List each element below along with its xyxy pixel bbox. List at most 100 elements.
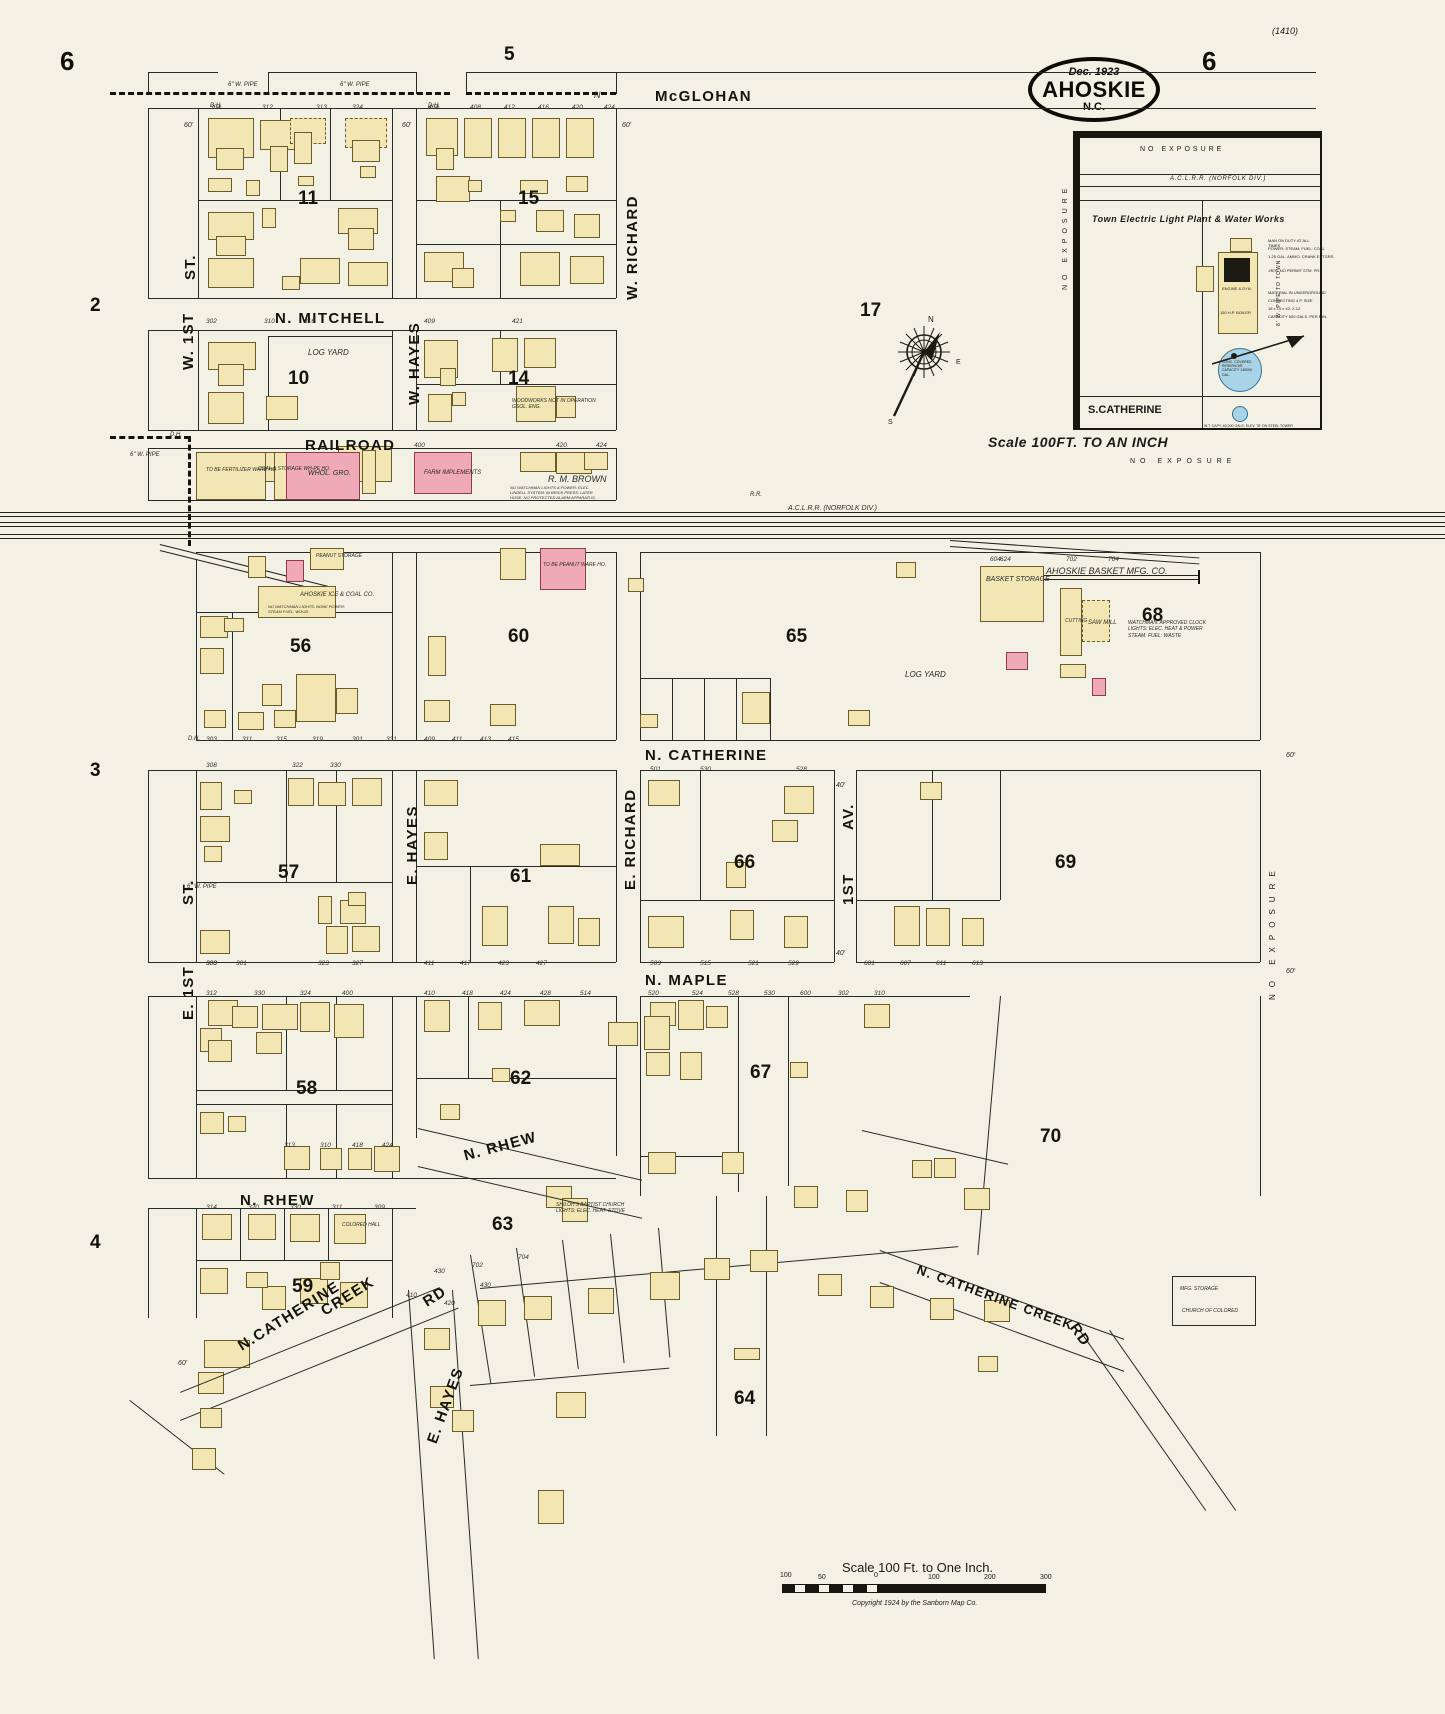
lot-line [416,552,417,740]
inset-line [1080,396,1320,397]
frame-tick [466,72,467,94]
lot-line [196,560,197,740]
building-dwelling [424,832,448,860]
scale-tick: 100 [928,1574,940,1581]
building-dwelling [208,1040,232,1062]
lot-line [616,330,617,430]
lot-line [148,330,616,331]
inset-line [1202,200,1203,428]
address-number: 301 [236,960,247,967]
lot-line [640,552,641,740]
xmark-building [256,1032,282,1054]
creek-road-line [1079,1330,1207,1511]
lot-line [148,298,616,299]
inset-scale-note: Scale 100FT. TO AN INCH [988,434,1169,450]
lot-line [286,996,287,1090]
building-dwelling [348,228,374,250]
building-dwelling [532,118,560,158]
building-dwelling [352,926,380,952]
address-number: 310 [320,1142,331,1149]
address-number: 409 [424,736,435,743]
building-small [238,712,264,730]
inset-note: -RES. NO PERMIT STM. PR- [1268,268,1321,273]
lot-line [1260,770,1261,962]
building-small-brick [1092,678,1106,696]
building-dwelling [574,214,600,238]
lot-line [148,430,616,431]
xmark-building [912,1160,932,1178]
building-dwelling [248,1214,276,1240]
building-outbuilding [246,180,260,196]
street-label-n-rhew: N. RHEW [240,1192,315,1209]
building-strip [362,450,376,494]
map-label-n: N [594,90,601,100]
lot-line [640,770,834,771]
address-number: 410 [406,1292,417,1299]
inset-no-exposure-bottom: NO EXPOSURE [1130,458,1237,465]
building-dwelling [644,1016,670,1050]
building-small [628,578,644,592]
lot-line [770,678,771,740]
lot-line [336,770,337,882]
address-number: 312 [206,990,217,997]
lot-line [328,1208,329,1260]
block-number-58: 58 [296,1078,318,1099]
lot-line [392,552,393,740]
building-small [640,714,658,728]
building-outbuilding [520,180,548,194]
lot-line [148,1208,416,1209]
building-outbuilding [566,176,588,192]
address-number: 423 [498,960,509,967]
scale-bar [782,1584,1046,1593]
lot-line [196,1104,392,1105]
building-dwelling [202,1214,232,1240]
xmark-building [790,1062,808,1078]
lot-line [716,1196,717,1436]
building-dwelling [200,1112,224,1134]
address-number: 400 [342,990,353,997]
map-label-church-of-colored: CHURCH OF COLORED [1182,1308,1239,1314]
lot-line [330,108,331,200]
address-number: 302 [206,318,217,325]
lot-line [148,448,149,500]
lot-line [392,330,393,430]
street-label-e-hayes: E. HAYES [404,805,421,885]
scale-tick: 200 [984,1574,996,1581]
lot-line [616,448,617,500]
building-dwelling [750,1250,778,1272]
building-dwelling [320,1148,342,1170]
inset-note: MATERIAL IN UNDERGROUND [1268,290,1326,295]
map-label-d-h: D.H. [188,736,200,742]
map-label-mfg-storage: MFG. STORAGE [1180,1286,1219,1292]
lot-line [640,552,1260,553]
building-dwelling [984,1300,1010,1322]
inset-note: 1-25 GAL. AMMO. CRANK EXTGRS. [1268,254,1335,259]
lot-line [856,770,857,962]
lot-line [392,108,393,298]
building-dwelling [648,1152,676,1174]
inset-no-exposure-left: NO EXPOSURE [1062,183,1069,290]
address-number: 411 [452,736,463,743]
building-colored-hall [334,1214,366,1244]
building-store [336,688,358,714]
building-dwelling [318,782,346,806]
building-dwelling [200,930,230,954]
block-number-66: 66 [734,852,756,873]
map-label-no-watchman-lights-none-power-steam-fuel: NO WATCHMAN LIGHTS: NONE POWER: STEAM FU… [268,604,345,614]
address-number: 324 [352,104,363,111]
address-number: 430 [434,1268,445,1275]
map-label-shiloh-s-baptist-church-lights-elec-heat: SHILOH'S BAPTIST CHURCH LIGHTS: ELEC. HE… [556,1202,625,1215]
lot-line [640,678,770,679]
lot-line [198,200,392,201]
building-dwelling [352,778,382,806]
address-number: 704 [1108,556,1119,563]
lot-line [416,108,417,298]
railroad-rail [0,538,1445,539]
street-label-e-1st: E. 1ST [180,965,197,1020]
inset-building-small [1230,238,1252,252]
lot-line [700,770,701,900]
inset-railroad-label: A.C.L.R.R. (NORFOLK DIV.) [1170,176,1267,182]
block-number-15: 15 [518,188,540,209]
map-label-6-w-pipe: 6" W. PIPE [228,82,258,88]
map-label-woodworks-not-in-operation-gsol-eng: WOODWORKS NOT IN OPERATION GSOL. ENG. [512,398,596,411]
